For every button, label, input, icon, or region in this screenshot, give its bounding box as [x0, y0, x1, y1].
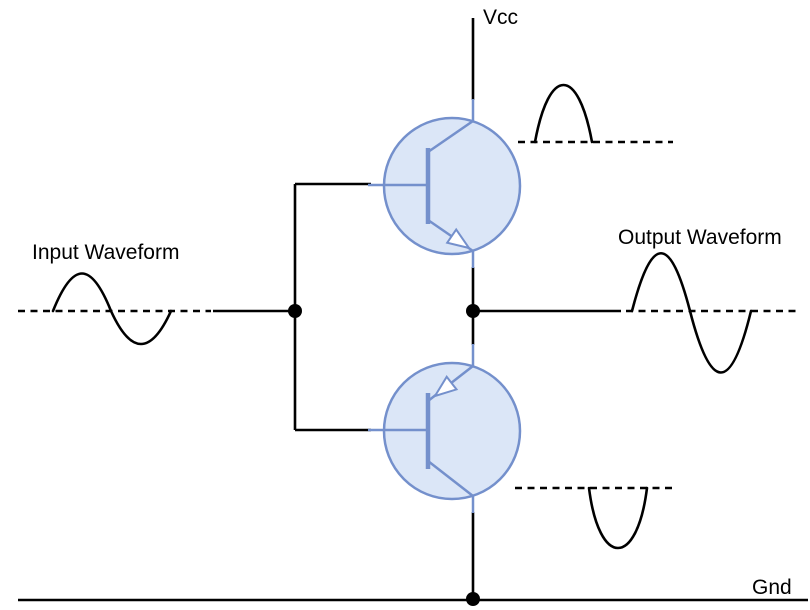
npn-collector-line — [427, 119, 474, 154]
waveforms — [51, 83, 753, 550]
output-label: Output Waveform — [618, 226, 782, 249]
pnp-emitter-arrow-icon — [432, 375, 459, 398]
junction-dots — [288, 304, 480, 606]
positive-half-cycle-wave — [533, 83, 594, 144]
pnp-transistor — [368, 344, 522, 513]
base-junction-dot — [288, 304, 302, 318]
npn-transistor — [368, 99, 522, 268]
npn-emitter-arrow-icon — [445, 227, 472, 250]
gnd-label: Gnd — [752, 576, 792, 599]
gnd-junction-dot — [466, 592, 480, 606]
output-sine-wave — [630, 252, 753, 374]
pnp-collector-line — [427, 460, 474, 497]
input-sine-wave — [51, 272, 173, 346]
wires — [18, 18, 808, 602]
output-junction-dot — [466, 304, 480, 318]
labels: Vcc Input Waveform Output Waveform Gnd — [32, 6, 792, 599]
negative-half-cycle-wave — [587, 486, 649, 550]
vcc-label: Vcc — [483, 6, 518, 29]
input-label: Input Waveform — [32, 241, 179, 264]
